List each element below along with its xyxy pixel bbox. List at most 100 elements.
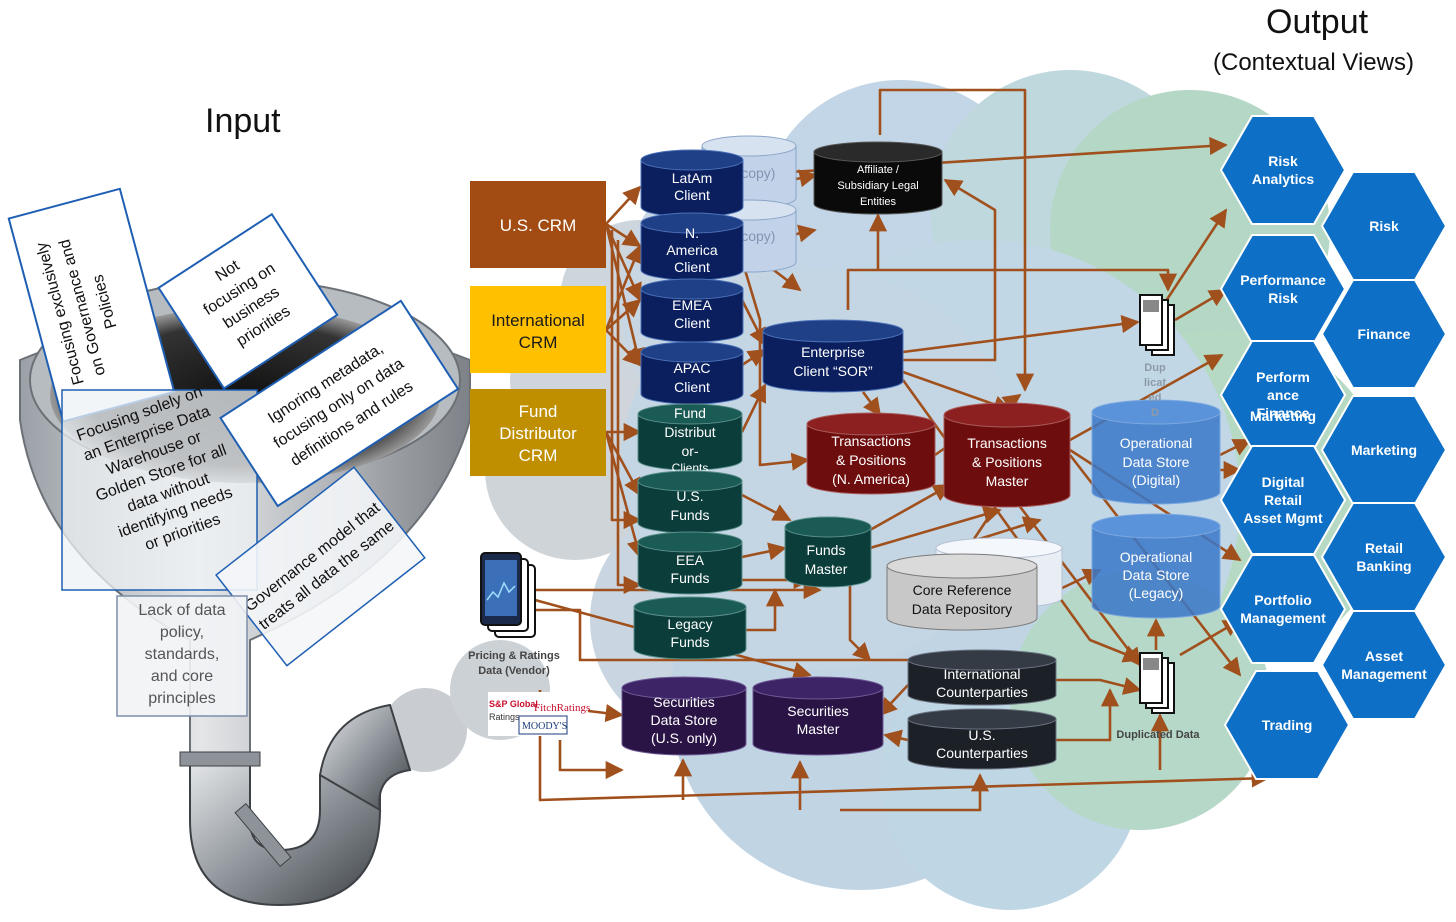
hexagon-label: Finance — [1257, 405, 1310, 421]
output-view-hexagon: Finance — [1320, 279, 1448, 389]
output-hexagons: RiskAnalyticsRiskPerformanceRiskFinanceP… — [1219, 115, 1448, 780]
store-eea-funds: EEA Funds — [637, 531, 743, 595]
connector-arrow — [740, 383, 767, 433]
connector-arrow — [1219, 438, 1252, 457]
crm-fund-l1: Fund — [519, 402, 558, 421]
us-funds-l2: Funds — [671, 507, 710, 523]
output-view-hexagon: Marketing — [1320, 395, 1448, 505]
store-us-counterparties: U.S. Counterparties — [907, 708, 1057, 770]
duplicated-data-label: Duplicated Data — [1116, 729, 1200, 741]
hexagon-label: Management — [1341, 666, 1427, 682]
vendor-label-l1: Pricing & Ratings — [468, 650, 560, 662]
input-title: Input — [205, 102, 281, 140]
intl-cp-l2: Counterparties — [936, 684, 1028, 700]
hexagon-label: Marketing — [1351, 442, 1417, 458]
hexagon-label-overlap: Marketing — [1250, 408, 1316, 424]
connector-arrow — [902, 315, 1140, 354]
hexagon-label: Asset Mgmt — [1243, 510, 1323, 526]
connector-arrow — [848, 580, 872, 662]
connector-arrow — [903, 178, 997, 362]
funds-master-l2: Master — [805, 561, 848, 577]
store-securities-data-store: Securities Data Store (U.S. only) — [621, 676, 747, 756]
namerica-l2: America — [666, 242, 718, 258]
sec-ds-l2: Data Store — [651, 712, 718, 728]
client-copy-1-label: (copy) — [737, 165, 776, 181]
hexagon-label: ance — [1267, 387, 1299, 403]
hexagon-label: Retail — [1264, 492, 1302, 508]
tp-master-l3: Master — [986, 473, 1029, 489]
client-copy-2-label: (copy) — [737, 228, 776, 244]
fitch-logo: FitchRatings — [534, 702, 590, 714]
sp-logo: S&P Global — [489, 699, 538, 709]
emea-l2: Client — [674, 315, 710, 331]
crm-fund-l3: CRM — [519, 446, 558, 465]
ods-digital-l3: (Digital) — [1132, 472, 1180, 488]
store-international-counterparties: International Counterparties — [907, 649, 1057, 706]
connector-arrow — [869, 483, 952, 532]
store-us-funds: U.S. Funds — [637, 470, 743, 534]
namerica-l1: N. — [685, 225, 699, 241]
store-legacy-funds: Legacy Funds — [633, 596, 747, 660]
tp-na-l2: & Positions — [836, 452, 906, 468]
dup-top-l3: ed — [1149, 392, 1162, 404]
store-transactions-master: Transactions & Positions Master — [943, 402, 1071, 508]
apac-l2: Client — [674, 379, 710, 395]
dup-top-l1: Dup — [1144, 362, 1166, 374]
note-policy: Lack of data policy, standards, and core… — [116, 595, 248, 717]
hexagon-label: Risk — [1268, 153, 1298, 169]
sec-master-l2: Master — [797, 721, 840, 737]
tp-na-l1: Transactions — [831, 433, 911, 449]
duplicated-data-icon-top: Dup licat ed D — [1139, 294, 1175, 419]
legacy-funds-l2: Funds — [671, 634, 710, 650]
hexagon-label: Analytics — [1252, 171, 1314, 187]
connector-arrow — [558, 740, 624, 780]
connector-arrow — [1158, 208, 1228, 311]
note-metadata: Ignoring metadata, focusing only on data… — [219, 299, 460, 508]
store-enterprise-client-sor: Enterprise Client “SOR” — [762, 319, 904, 393]
sec-ds-l3: (U.S. only) — [651, 730, 717, 746]
note-policy-l3: standards, — [145, 646, 220, 663]
output-title: Output — [1266, 3, 1369, 41]
hexagon-label: Asset — [1365, 648, 1403, 664]
connector-arrow — [741, 542, 787, 561]
hexagon-label: Performance — [1240, 272, 1326, 288]
moodys-logo: MOODY'S — [522, 721, 567, 732]
connector-arrow — [840, 773, 990, 812]
note-policy-l4: and core — [151, 668, 213, 685]
connector-arrow — [605, 222, 642, 248]
vendor-label-l2: Data (Vendor) — [478, 665, 550, 677]
us-cp-l1: U.S. — [968, 727, 995, 743]
store-latam-client: LatAm Client — [640, 149, 744, 218]
store-ods-digital: Operational Data Store (Digital) — [1091, 399, 1221, 505]
crm-intl-l1: International — [491, 311, 585, 330]
intl-cp-l1: International — [943, 666, 1020, 682]
crm-international: International CRM — [470, 286, 606, 373]
hexagon-label: Finance — [1358, 326, 1411, 342]
note-governance: Focusing exclusively on Governance and P… — [7, 187, 176, 423]
store-fund-distributor-clients: Fund Distribut or- Clients — [637, 403, 743, 475]
crm-fund-distributor: Fund Distributor CRM — [470, 389, 606, 476]
vendor-pricing-data: Pricing & Ratings Data (Vendor) — [468, 552, 560, 677]
rating-agency-logos: S&P Global Ratings FitchRatings MOODY'S — [488, 692, 590, 736]
crm-us-l1: U.S. CRM — [500, 216, 577, 235]
store-emea-client: EMEA Client — [640, 278, 744, 343]
connector-arrow — [1056, 677, 1142, 695]
fund-dist-l3: or- — [681, 443, 698, 459]
fund-dist-l2: Distribut — [664, 424, 715, 440]
hexagon-label: Trading — [1262, 717, 1313, 733]
hexagon-label: Retail — [1365, 540, 1403, 556]
core-ref-l1: Core Reference — [913, 582, 1012, 598]
tp-na-l3: (N. America) — [832, 471, 910, 487]
store-securities-master: Securities Master — [752, 676, 884, 756]
eea-funds-l2: Funds — [671, 570, 710, 586]
dup-top-l2: licat — [1144, 377, 1166, 389]
sor-l2: Client “SOR” — [793, 363, 873, 379]
store-core-reference: Core Reference Data Repository — [886, 553, 1038, 631]
connector-arrow — [616, 240, 642, 595]
connector-arrow — [846, 268, 1178, 310]
tp-master-l1: Transactions — [967, 435, 1047, 451]
connector-arrow — [610, 230, 642, 530]
